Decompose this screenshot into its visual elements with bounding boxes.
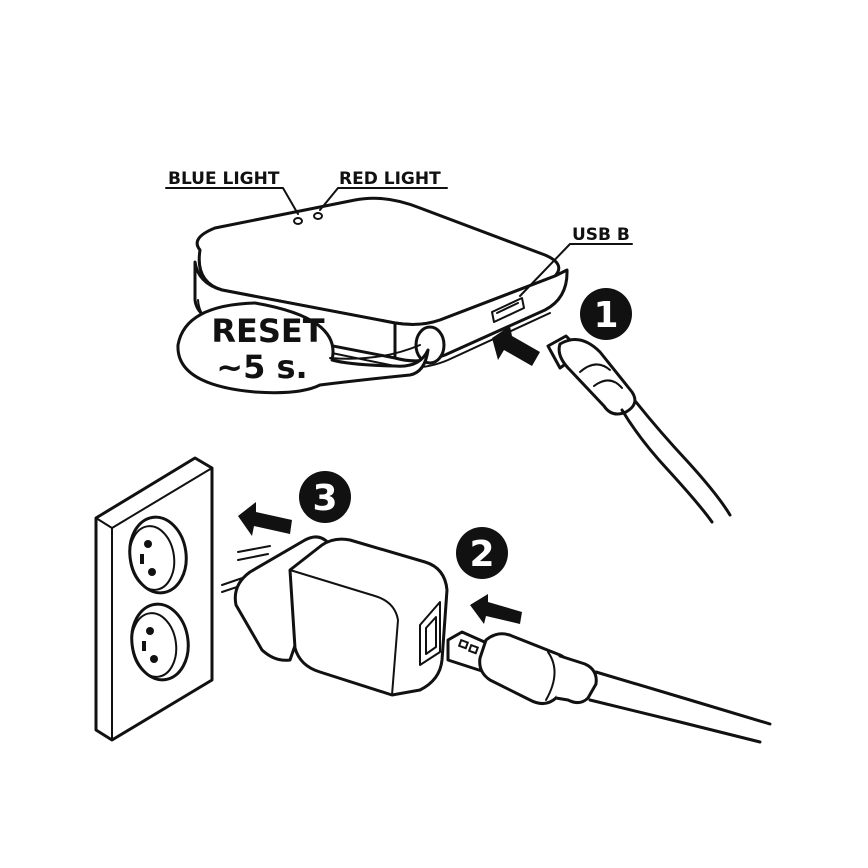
svg-text:3: 3 xyxy=(312,478,337,519)
step-3-badge: 3 xyxy=(299,471,351,523)
wall-socket xyxy=(94,456,214,742)
arrow-into-socket-icon xyxy=(238,502,292,536)
outlet-lower-icon xyxy=(130,602,190,682)
step-1-badge: 1 xyxy=(580,288,632,340)
usb-b-label: USB B xyxy=(572,225,630,245)
outlet-upper-icon xyxy=(128,515,188,595)
reset-button-icon xyxy=(414,325,446,365)
blue-light-label: BLUE LIGHT xyxy=(168,169,280,189)
usb-b-cable xyxy=(492,326,732,524)
reset-callout-line2: ~5 s. xyxy=(216,348,307,386)
blue-led-icon xyxy=(293,217,303,225)
usb-a-port-icon xyxy=(419,601,441,666)
step-2-badge: 2 xyxy=(456,527,508,579)
red-led-icon xyxy=(313,212,323,220)
arrow-into-charger-icon xyxy=(470,594,522,624)
usb-b-port-icon xyxy=(491,297,525,323)
svg-text:2: 2 xyxy=(469,534,494,575)
arrow-into-usb-b-icon xyxy=(492,326,540,366)
label-leaders xyxy=(165,187,633,297)
usb-a-cable xyxy=(446,630,772,744)
usb-charger xyxy=(221,535,449,697)
red-light-label: RED LIGHT xyxy=(339,169,441,189)
svg-text:1: 1 xyxy=(593,295,618,336)
reset-callout-line1: RESET xyxy=(211,312,324,350)
reset-callout xyxy=(176,301,430,395)
